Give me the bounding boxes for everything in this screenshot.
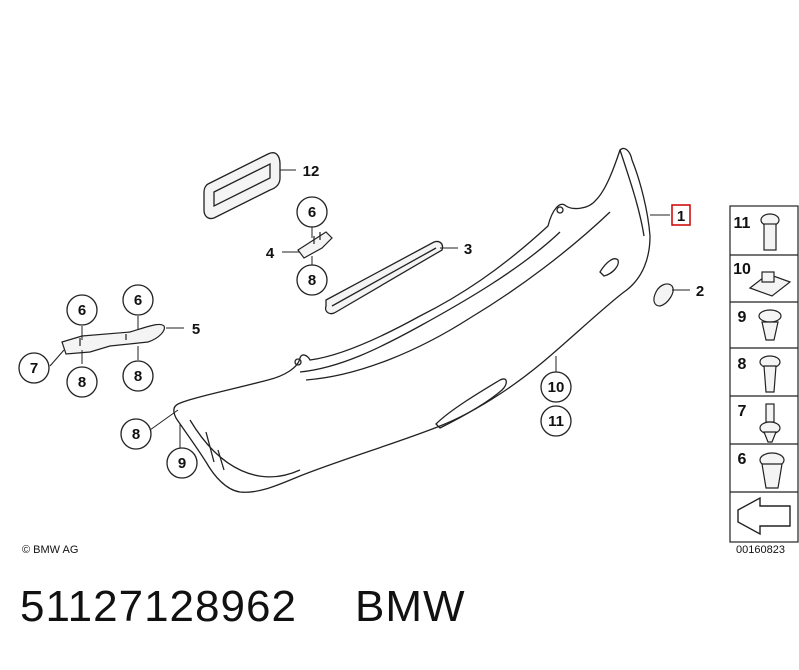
brand-name: BMW <box>355 582 466 631</box>
sidebar-item-7: 7 <box>738 403 747 420</box>
fastener-sidebar <box>729 205 799 543</box>
part-number: 51127128962 <box>20 582 297 631</box>
label-4: 4 <box>266 245 275 262</box>
label-2: 2 <box>696 283 704 300</box>
callout-circles <box>18 196 572 479</box>
reflector-part-12 <box>203 152 281 220</box>
callout-8-b <box>66 366 98 398</box>
bracket-part-5 <box>61 323 165 355</box>
label-6-c: 6 <box>134 292 142 309</box>
sidebar-item-10: 10 <box>733 261 751 278</box>
callout-9 <box>166 447 198 479</box>
label-11: 11 <box>548 413 564 430</box>
push-pin-icon <box>759 403 781 443</box>
copyright: © BMW AG <box>22 544 78 556</box>
diagram-code: 00160823 <box>736 544 785 556</box>
label-12: 12 <box>303 163 320 180</box>
label-8-b: 8 <box>78 374 86 391</box>
front-arrow-icon <box>737 496 791 536</box>
screw-icon <box>759 355 781 393</box>
label-6-a: 6 <box>308 204 316 221</box>
callout-10 <box>540 371 572 403</box>
label-10: 10 <box>548 379 565 396</box>
sidebar-labels: 11 10 9 8 7 6 <box>733 215 751 468</box>
callout-6-c <box>122 284 154 316</box>
label-8-d: 8 <box>132 426 140 443</box>
sidebar-item-8: 8 <box>738 356 747 373</box>
grommet-icon <box>759 452 785 489</box>
callout-6-b <box>66 294 98 326</box>
callout-labels: 1 2 3 4 5 12 6 8 6 8 6 8 7 8 9 10 11 <box>30 163 704 472</box>
label-3: 3 <box>464 241 472 258</box>
sidebar-item-11: 11 <box>734 215 751 232</box>
trim-strip-part-3 <box>324 240 444 315</box>
callout-1-box <box>671 204 691 226</box>
callout-11 <box>540 405 572 437</box>
label-1: 1 <box>677 208 685 225</box>
sidebar-item-6: 6 <box>738 451 747 468</box>
label-9: 9 <box>178 455 186 472</box>
label-5: 5 <box>192 321 200 338</box>
callout-8-a <box>296 264 328 296</box>
label-6-b: 6 <box>78 302 86 319</box>
label-7: 7 <box>30 360 38 377</box>
clip-nut-icon <box>748 271 792 297</box>
callout-8-d <box>120 418 152 450</box>
sidebar-item-9: 9 <box>738 309 747 326</box>
label-8-a: 8 <box>308 272 316 289</box>
label-8-c: 8 <box>134 368 142 385</box>
tow-hook-cap-part-2 <box>653 283 674 307</box>
bracket-part-4 <box>297 231 333 259</box>
rear-bumper-cover <box>173 147 651 493</box>
leader-lines <box>49 169 690 448</box>
expanding-rivet-icon <box>758 309 782 341</box>
callout-6-a <box>296 196 328 228</box>
callout-7 <box>18 352 50 384</box>
bolt-icon <box>760 213 780 251</box>
callout-8-c <box>122 360 154 392</box>
